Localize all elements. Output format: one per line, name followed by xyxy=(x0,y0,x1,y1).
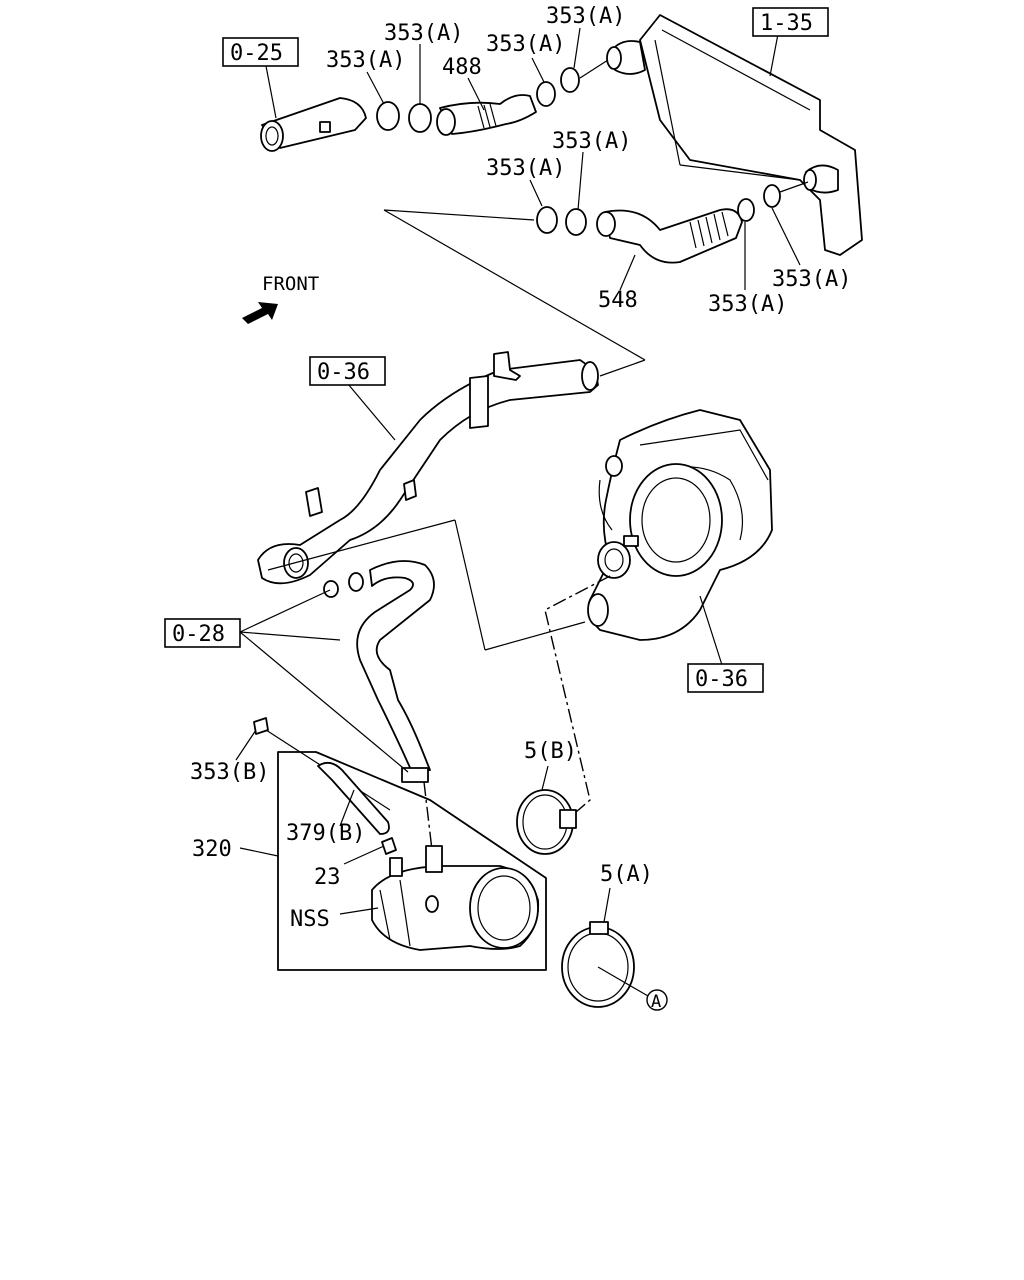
part-nss-label: NSS xyxy=(290,907,330,932)
assembly-320-box xyxy=(277,751,547,971)
reference-boxes xyxy=(164,7,829,693)
ref-0-25-label: 0-25 xyxy=(230,41,283,66)
clamp-353a-label-6: 353(A) xyxy=(486,156,565,181)
leaders-bottom xyxy=(235,729,649,997)
clamp-353a-label-7: 353(A) xyxy=(708,292,787,317)
clamps-353a-top xyxy=(536,59,609,107)
hose-488 xyxy=(436,94,537,136)
part-23 xyxy=(381,837,397,855)
clamp-353b-label: 353(B) xyxy=(190,760,269,785)
hose-488-label: 488 xyxy=(442,55,482,80)
ref-0-36-bottom-label: 0-36 xyxy=(695,667,748,692)
circle-a-marker: A xyxy=(646,989,668,1012)
clamp-353a-label-5: 353(A) xyxy=(552,129,631,154)
ref-0-28-label: 0-28 xyxy=(172,622,225,647)
assembly-320-label: 320 xyxy=(192,837,232,862)
hose-548-label: 548 xyxy=(598,288,638,313)
ref-1-35-label: 1-35 xyxy=(760,11,813,36)
clamp-353a-label-2: 353(A) xyxy=(384,21,463,46)
clamp-5a-label: 5(A) xyxy=(600,862,653,887)
front-arrow-icon xyxy=(242,302,278,324)
leaders-middle xyxy=(239,383,723,851)
pipe-0-36 xyxy=(257,351,599,585)
clamp-353a-top-left xyxy=(376,101,432,133)
clamp-5b xyxy=(516,789,577,855)
turbocharger xyxy=(587,409,773,641)
intercooler xyxy=(606,14,863,256)
pipe-0-25 xyxy=(260,97,367,152)
hose-379b xyxy=(317,761,390,835)
hose-548 xyxy=(596,208,743,264)
clamp-353a-label-4: 353(A) xyxy=(546,4,625,29)
hose-0-28 xyxy=(323,560,435,783)
front-label: FRONT xyxy=(262,273,319,295)
clamp-353a-label-1: 353(A) xyxy=(326,48,405,73)
part-23-label: 23 xyxy=(314,865,341,890)
leaders-top xyxy=(265,27,801,377)
ref-0-36-top-label: 0-36 xyxy=(317,360,370,385)
hose-379b-label: 379(B) xyxy=(286,821,365,846)
throttle-body-nss xyxy=(371,845,540,951)
clamp-353a-label-8: 353(A) xyxy=(772,267,851,292)
clamp-5a xyxy=(561,921,635,1008)
clamp-353a-label-3: 353(A) xyxy=(486,32,565,57)
clamps-353a-mid xyxy=(536,181,809,236)
circle-a-label: A xyxy=(651,992,661,1012)
clamp-5b-label: 5(B) xyxy=(524,739,577,764)
